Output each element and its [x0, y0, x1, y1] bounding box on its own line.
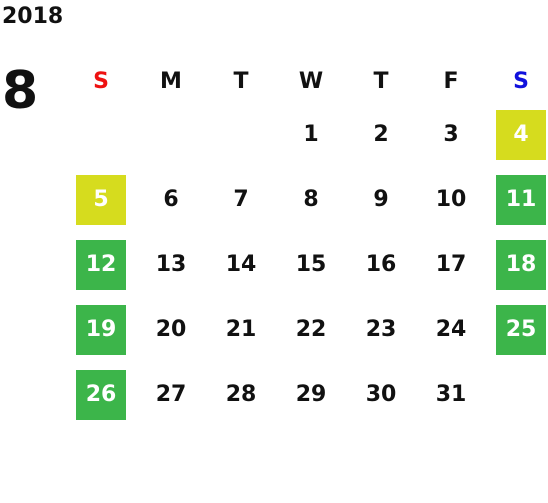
day-cell: 24 [416, 297, 486, 362]
day-number[interactable]: 14 [225, 252, 257, 277]
day-cell: 13 [136, 232, 206, 297]
day-cell: 21 [206, 297, 276, 362]
day-cell: 3 [416, 102, 486, 167]
day-number[interactable]: 6 [163, 187, 179, 212]
day-cell [206, 102, 276, 167]
day-cell: 4 [486, 102, 548, 167]
day-number[interactable]: 27 [155, 382, 187, 407]
day-cell: 10 [416, 167, 486, 232]
day-number[interactable]: 15 [295, 252, 327, 277]
day-number[interactable]: 21 [225, 317, 257, 342]
weekday-header-wednesday: W [298, 68, 324, 94]
day-cell: 20 [136, 297, 206, 362]
day-cell: 30 [346, 362, 416, 427]
day-number[interactable]: 11 [496, 174, 546, 225]
day-cell: 17 [416, 232, 486, 297]
day-cell: 25 [486, 297, 548, 362]
day-cell: 26 [66, 362, 136, 427]
day-cell: 18 [486, 232, 548, 297]
day-cell: 9 [346, 167, 416, 232]
day-cell: 29 [276, 362, 346, 427]
day-number[interactable]: 1 [303, 122, 319, 147]
day-number[interactable]: 24 [435, 317, 467, 342]
day-cell: 1 [276, 102, 346, 167]
day-cell: 27 [136, 362, 206, 427]
day-number[interactable]: 7 [233, 187, 249, 212]
day-cell: 11 [486, 167, 548, 232]
day-cell: 19 [66, 297, 136, 362]
day-cell: 7 [206, 167, 276, 232]
day-number[interactable]: 23 [365, 317, 397, 342]
day-number[interactable]: 30 [365, 382, 397, 407]
day-cell: 23 [346, 297, 416, 362]
day-number[interactable]: 18 [496, 239, 546, 290]
year-label: 2018 [2, 4, 64, 29]
weekday-header-thursday: T [373, 68, 389, 94]
day-number[interactable]: 5 [76, 174, 126, 225]
day-cell [136, 102, 206, 167]
day-number[interactable]: 29 [295, 382, 327, 407]
day-number[interactable]: 28 [225, 382, 257, 407]
day-number[interactable]: 25 [496, 304, 546, 355]
day-number[interactable]: 16 [365, 252, 397, 277]
day-number[interactable]: 22 [295, 317, 327, 342]
day-cell: 16 [346, 232, 416, 297]
day-cell: 8 [276, 167, 346, 232]
day-number[interactable]: 2 [373, 122, 389, 147]
day-number[interactable]: 8 [303, 187, 319, 212]
day-cell [486, 362, 548, 427]
weekday-header-monday: M [160, 68, 182, 94]
day-cell: 28 [206, 362, 276, 427]
day-number[interactable]: 9 [373, 187, 389, 212]
day-number[interactable]: 3 [443, 122, 459, 147]
day-cell [66, 102, 136, 167]
month-number: 8 [2, 61, 39, 121]
weekday-header-friday: F [443, 68, 459, 94]
day-cell: 15 [276, 232, 346, 297]
day-number[interactable]: 10 [435, 187, 467, 212]
weekday-header-tuesday: T [233, 68, 249, 94]
weekday-header-sunday: S [93, 68, 109, 94]
day-number[interactable]: 26 [76, 369, 126, 420]
day-cell: 2 [346, 102, 416, 167]
day-cell: 6 [136, 167, 206, 232]
day-number[interactable]: 19 [76, 304, 126, 355]
day-number[interactable]: 12 [76, 239, 126, 290]
day-cell: 31 [416, 362, 486, 427]
day-cell: 12 [66, 232, 136, 297]
day-number[interactable]: 17 [435, 252, 467, 277]
weekday-header-saturday: S [513, 68, 529, 94]
day-cell: 5 [66, 167, 136, 232]
day-cell: 22 [276, 297, 346, 362]
day-number[interactable]: 4 [496, 109, 546, 160]
day-number[interactable]: 31 [435, 382, 467, 407]
day-cell: 14 [206, 232, 276, 297]
day-number[interactable]: 13 [155, 252, 187, 277]
day-number[interactable]: 20 [155, 317, 187, 342]
